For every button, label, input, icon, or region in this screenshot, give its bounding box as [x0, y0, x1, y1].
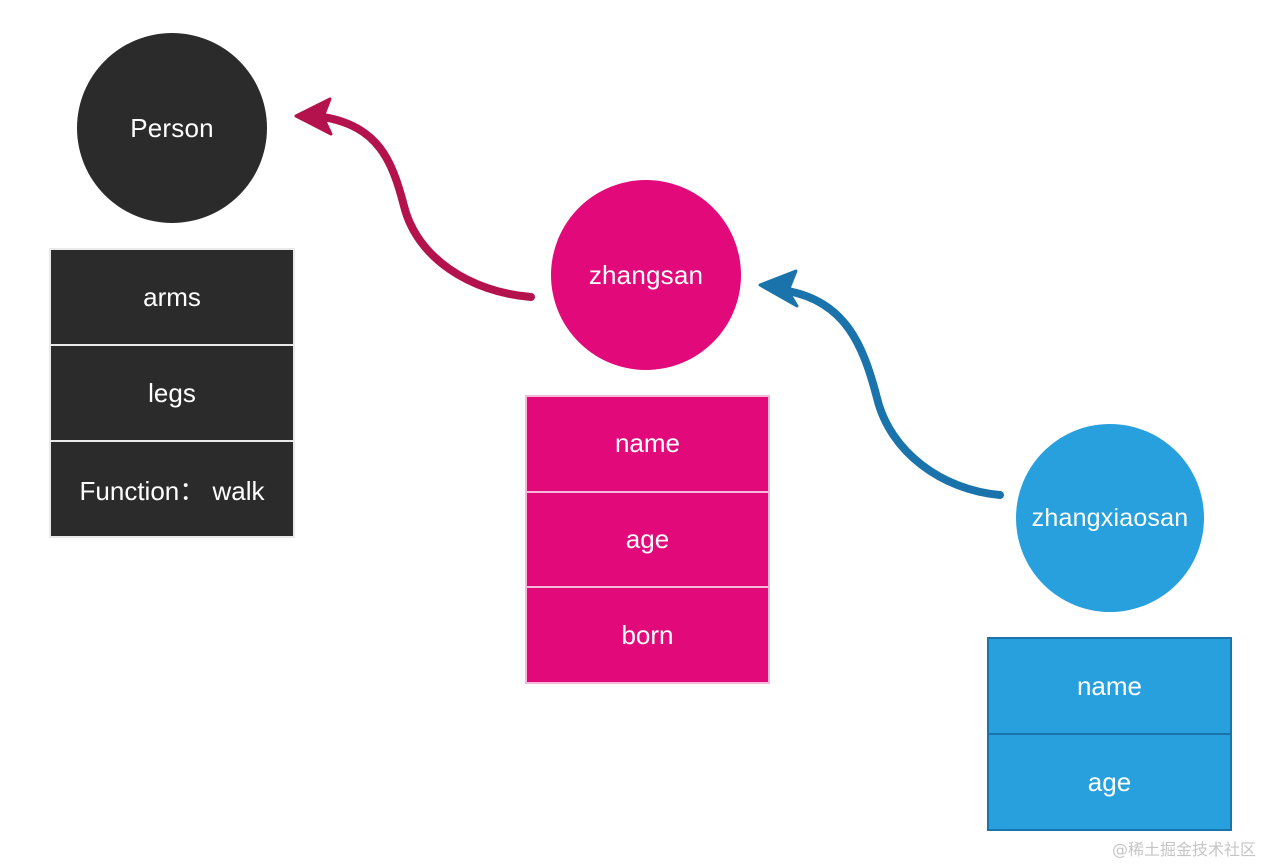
property-row[interactable]: legs [51, 346, 293, 440]
node-circle-person[interactable]: Person [77, 33, 267, 223]
property-table-zhangxiaosan: name age [987, 637, 1232, 831]
node-label-zhangxiaosan: zhangxiaosan [1031, 503, 1189, 532]
node-label-zhangsan: zhangsan [588, 259, 704, 290]
node-circle-zhangsan[interactable]: zhangsan [551, 180, 741, 370]
node-label-person: Person [130, 112, 214, 143]
property-table-zhangsan: name age born [525, 395, 770, 684]
edge-zhangxiaosan-to-zhangsan [758, 269, 1004, 499]
node-circle-zhangxiaosan[interactable]: zhangxiaosan [1016, 424, 1204, 612]
property-row[interactable]: born [527, 588, 768, 683]
property-row[interactable]: age [989, 735, 1230, 829]
property-row[interactable]: name [989, 639, 1230, 733]
property-table-person: arms legs Function： walk [49, 248, 295, 538]
edge-zhangsan-to-person [294, 97, 535, 301]
watermark: @稀土掘金技术社区 [1111, 840, 1256, 859]
property-row[interactable]: name [527, 397, 768, 491]
property-row[interactable]: age [527, 492, 768, 587]
property-row[interactable]: Function： walk [51, 442, 293, 536]
property-row[interactable]: arms [51, 250, 293, 344]
